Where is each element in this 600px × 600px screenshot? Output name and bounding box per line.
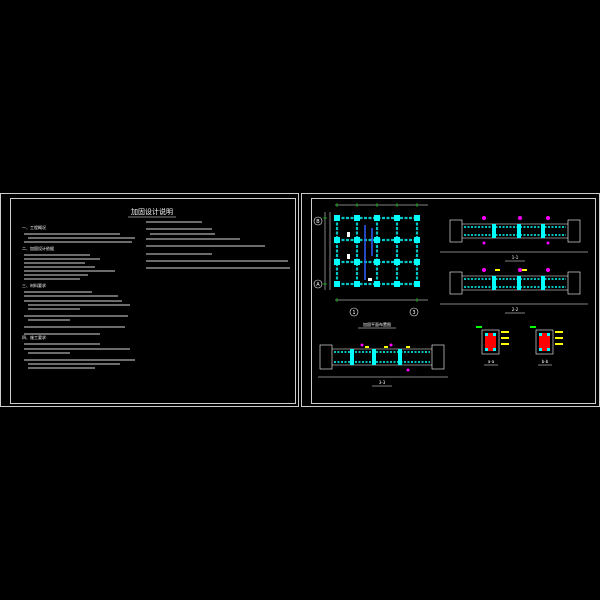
plan-caption: 加固平面布置图 <box>363 321 391 327</box>
plan-beams <box>335 216 419 286</box>
notes-sheet: 加固设计说明 一、工程概况 二、加固设计依据 三、材料要求 四、施工要求 <box>0 193 299 407</box>
notes-heading: 二、加固设计依据 <box>22 245 54 251</box>
plan-section-marks <box>347 232 372 281</box>
notes-right-text-lines <box>146 221 290 269</box>
axis-label-b: B <box>316 219 320 225</box>
section-caption: 1-1 <box>512 255 519 260</box>
notes-title: 加固设计说明 <box>131 207 173 216</box>
column-section-b: b-b <box>530 326 563 366</box>
plan-columns <box>334 215 420 287</box>
plan-dimension-ticks <box>323 203 418 302</box>
section-caption: a-a <box>488 359 495 364</box>
section-caption: b-b <box>542 359 549 364</box>
notes-sheet-outer-frame <box>0 193 299 407</box>
axis-label-3: 3 <box>412 310 415 316</box>
section-caption: 3-3 <box>379 380 386 385</box>
notes-heading: 一、工程概况 <box>22 224 46 230</box>
notes-heading: 三、材料要求 <box>22 282 46 288</box>
beam-section-1: 1-1 <box>440 216 588 262</box>
axis-label-a: A <box>316 282 320 288</box>
beam-section-2: 2-2 <box>440 268 588 314</box>
plan-view: B A 1 3 加固平面布置图 <box>313 203 428 329</box>
drawing-sheet-inner-frame <box>311 198 596 404</box>
drawing-sheet: B A 1 3 加固平面布置图 <box>301 193 600 407</box>
beam-section-3: 3-3 <box>318 343 448 387</box>
section-caption: 2-2 <box>512 307 519 312</box>
axis-bubble-1 <box>349 307 359 317</box>
axis-bubble-3 <box>409 307 419 317</box>
plan-strengthened-members <box>364 225 373 280</box>
axis-bubble-b <box>313 216 323 226</box>
notes-sheet-inner-frame <box>10 198 296 404</box>
axis-label-1: 1 <box>352 310 355 316</box>
plan-dimension-lines <box>324 204 428 301</box>
column-section-a: a-a <box>476 326 509 366</box>
axis-bubble-a <box>313 279 323 289</box>
notes-heading: 四、施工要求 <box>22 334 46 340</box>
notes-left-text-lines <box>24 233 135 369</box>
